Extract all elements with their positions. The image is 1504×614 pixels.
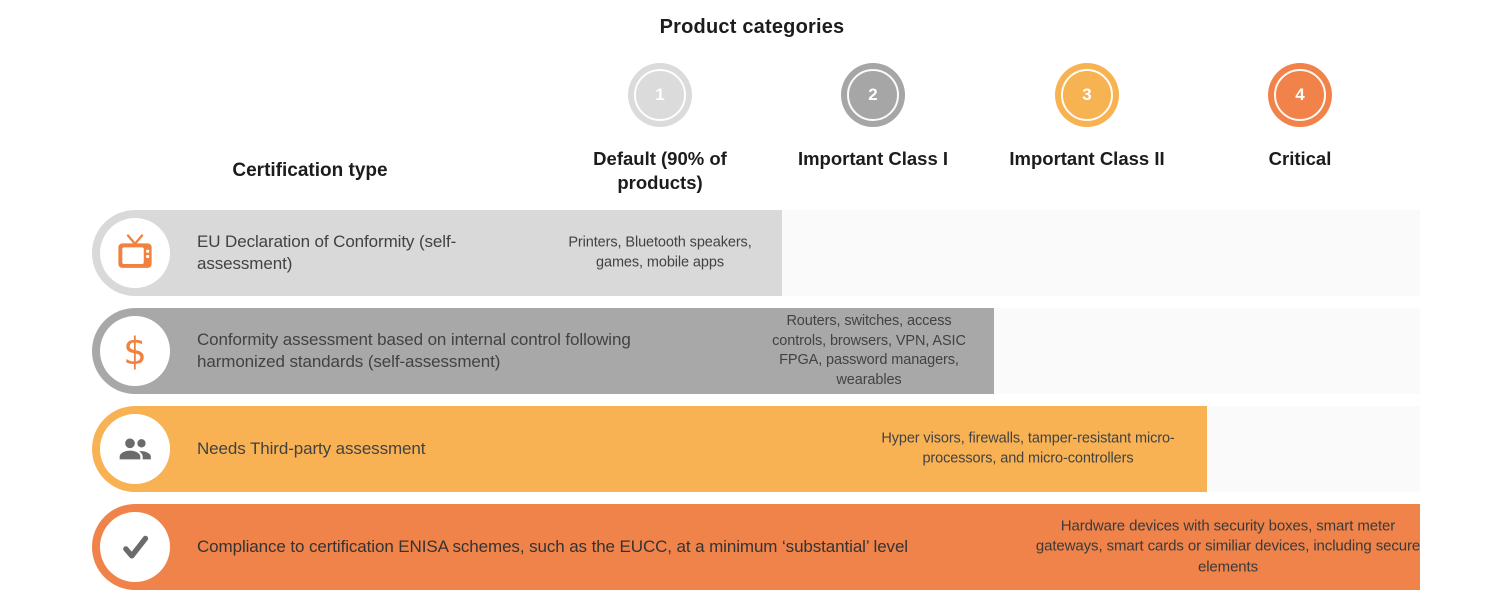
row-bar-level4 [92, 504, 1420, 590]
column-header-important-class-1: Important Class I [797, 148, 949, 169]
check-icon [123, 535, 149, 559]
category-number: 3 [1082, 85, 1092, 104]
icon-badge [100, 218, 170, 288]
category-number: 4 [1295, 85, 1305, 104]
certification-type-header: Certification type [232, 160, 388, 181]
icon-badge: $ [100, 316, 170, 386]
row-label: Conformity assessment based on internal … [197, 329, 631, 371]
circle-ring [847, 69, 899, 121]
row-bar-level2 [92, 308, 994, 394]
dollar-icon: $ [123, 329, 147, 373]
icon-badge [100, 512, 170, 582]
category-number: 1 [655, 85, 665, 104]
row-products: Printers, Bluetooth speakers, games, mob… [568, 234, 752, 270]
row-products: Routers, switches, access controls, brow… [772, 312, 966, 388]
column-header-default: Default (90% of products) [593, 148, 727, 193]
circle-ring [1274, 69, 1326, 121]
circle-ring [1061, 69, 1113, 121]
category-circle-1: 1 [628, 63, 692, 127]
row-label: Compliance to certification ENISA scheme… [197, 536, 908, 556]
row-label: Needs Third-party assessment [197, 438, 426, 458]
category-circle-3: 3 [1055, 63, 1119, 127]
column-header-critical: Critical [1268, 148, 1332, 169]
page-title: Product categories [659, 16, 845, 38]
row-label: EU Declaration of Conformity (self-asses… [197, 231, 457, 273]
row-products: Hyper visors, firewalls, tamper-resistan… [881, 430, 1175, 466]
row-eu-declaration: EU Declaration of Conformity (self-asses… [92, 210, 1420, 296]
category-circle-4: 4 [1268, 63, 1332, 127]
icon-badge [100, 414, 170, 484]
row-bar-level3 [92, 406, 1207, 492]
row-enisa-certification: Compliance to certification ENISA scheme… [92, 504, 1420, 590]
category-circle-2: 2 [841, 63, 905, 127]
row-bar-level1 [92, 210, 782, 296]
tv-icon [118, 234, 152, 268]
category-number: 2 [868, 85, 878, 104]
row-products: Hardware devices with security boxes, sm… [1035, 517, 1421, 576]
row-internal-control: $ Conformity assessment based on interna… [92, 308, 1420, 394]
circle-ring [634, 69, 686, 121]
people-icon [119, 438, 151, 460]
row-third-party: Needs Third-party assessment Hyper visor… [92, 406, 1420, 492]
column-header-important-class-2: Important Class II [1009, 148, 1165, 169]
